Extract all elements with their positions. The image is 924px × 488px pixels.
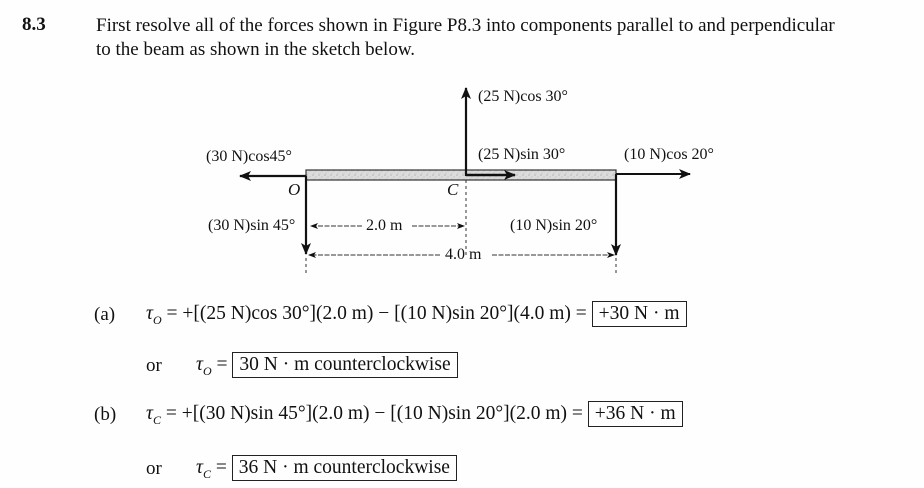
label-10n-sin20: (10 N)sin 20°	[510, 217, 598, 234]
problem-statement: First resolve all of the forces shown in…	[96, 14, 835, 62]
part-a-alt-result-box: 30 N · m counterclockwise	[232, 352, 458, 378]
equals-sign: =	[216, 354, 228, 375]
tau-subscript-c: C	[202, 467, 211, 481]
part-b-alt-result-box: 36 N · m counterclockwise	[231, 455, 457, 481]
part-b-expression: = +[(30 N)sin 45°](2.0 m) − [(10 N)sin 2…	[165, 403, 583, 424]
part-a-or-label: or	[146, 355, 162, 376]
part-b-equation: τC = +[(30 N)sin 45°](2.0 m) − [(10 N)si…	[146, 401, 683, 428]
label-30n-cos45: (30 N)cos45°	[206, 148, 292, 165]
tau-symbol: τ	[196, 457, 203, 478]
label-25n-sin30: (25 N)sin 30°	[478, 146, 566, 163]
label-30n-sin45: (30 N)sin 45°	[208, 217, 296, 234]
tau-subscript-c: C	[152, 413, 161, 427]
tau-symbol: τ	[146, 403, 153, 424]
tau-subscript-o: O	[152, 313, 162, 327]
label-25n-cos30: (25 N)cos 30°	[478, 88, 568, 105]
beam	[305, 169, 617, 181]
dimension-2m-label: 2.0 m	[366, 217, 403, 234]
tau-symbol: τ	[196, 354, 203, 375]
tau-symbol: τ	[146, 303, 153, 324]
part-a-equation: τO = +[(25 N)cos 30°](2.0 m) − [(10 N)si…	[146, 301, 687, 328]
part-b-label: (b)	[94, 404, 117, 425]
problem-statement-line-2: to the beam as shown in the sketch below…	[96, 39, 416, 60]
problem-number: 8.3	[22, 14, 46, 35]
problem-statement-line-1: First resolve all of the forces shown in…	[96, 15, 835, 36]
part-a-label: (a)	[94, 304, 116, 325]
part-b-or-label: or	[146, 458, 162, 479]
dimension-4m-label: 4.0 m	[445, 246, 482, 263]
tau-subscript-o: O	[202, 364, 212, 378]
part-b-alt-equation: τC = 36 N · m counterclockwise	[196, 455, 457, 482]
part-b-result-box: +36 N · m	[587, 401, 683, 427]
part-a-expression: = +[(25 N)cos 30°](2.0 m) − [(10 N)sin 2…	[166, 303, 587, 324]
part-a-alt-equation: τO = 30 N · m counterclockwise	[196, 352, 458, 379]
label-10n-cos20: (10 N)cos 20°	[624, 146, 714, 163]
part-a-result-box: +30 N · m	[591, 301, 687, 327]
point-c-label: C	[447, 180, 459, 199]
point-o-label: O	[288, 180, 301, 199]
force-diagram	[239, 87, 691, 275]
equals-sign: =	[215, 457, 227, 478]
